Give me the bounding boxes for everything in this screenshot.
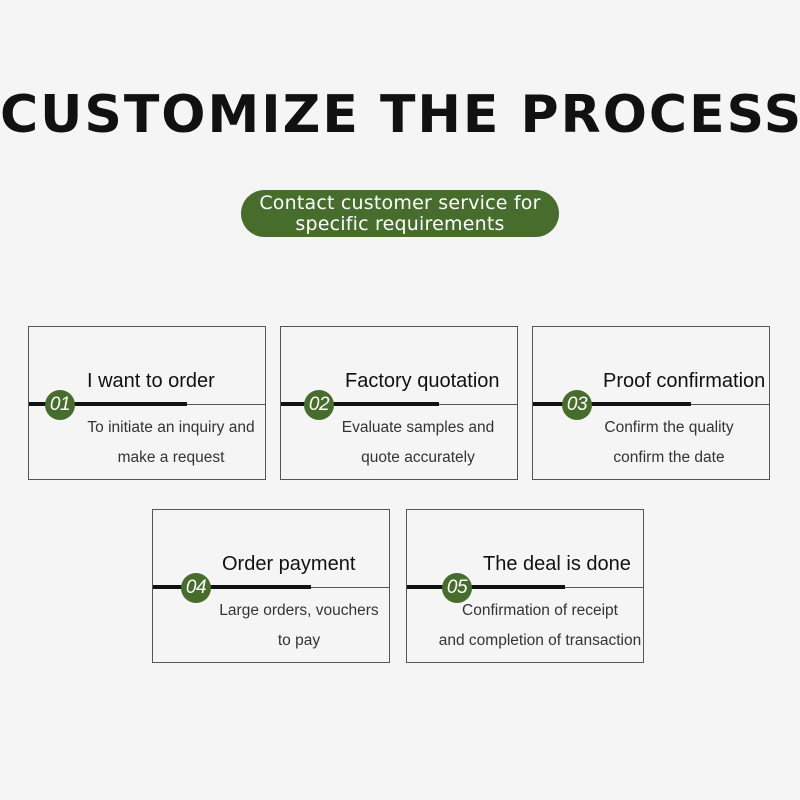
divider-accent bbox=[281, 402, 439, 406]
step-number-badge: 01 bbox=[45, 390, 75, 420]
step-card-2: Factory quotation 02 Evaluate samples an… bbox=[280, 326, 518, 480]
subtitle-line-2: specific requirements bbox=[295, 212, 505, 235]
step-description: Evaluate samples and quote accurately bbox=[339, 413, 497, 473]
step-title: Proof confirmation bbox=[603, 370, 766, 392]
step-card-4: Order payment 04 Large orders, vouchers … bbox=[152, 509, 390, 663]
step-title: The deal is done bbox=[483, 553, 631, 575]
step-card-1: I want to order 01 To initiate an inquir… bbox=[28, 326, 266, 480]
step-title: I want to order bbox=[87, 370, 215, 392]
step-description: Confirmation of receipt and completion o… bbox=[435, 596, 645, 656]
step-description: Large orders, vouchers to pay bbox=[217, 596, 381, 656]
step-description-line-1: To initiate an inquiry and bbox=[87, 419, 255, 436]
step-description-line-2: and completion of transaction bbox=[438, 632, 642, 649]
divider-accent bbox=[29, 402, 187, 406]
step-title: Order payment bbox=[222, 553, 356, 575]
step-description-line-2: to pay bbox=[277, 632, 321, 649]
step-number-badge: 04 bbox=[181, 573, 211, 603]
page-title: CUSTOMIZE THE PROCESS bbox=[0, 85, 800, 145]
divider-accent bbox=[407, 585, 565, 589]
step-description-line-1: Confirm the quality bbox=[604, 419, 734, 436]
step-description-line-2: make a request bbox=[117, 449, 225, 466]
step-card-5: The deal is done 05 Confirmation of rece… bbox=[406, 509, 644, 663]
step-card-3: Proof confirmation 03 Confirm the qualit… bbox=[532, 326, 770, 480]
step-title: Factory quotation bbox=[345, 370, 500, 392]
step-description-line-1: Confirmation of receipt bbox=[462, 602, 618, 619]
step-description-line-2: confirm the date bbox=[613, 449, 725, 466]
divider-accent bbox=[153, 585, 311, 589]
divider-accent bbox=[533, 402, 691, 406]
step-description: To initiate an inquiry and make a reques… bbox=[85, 413, 257, 473]
step-number-badge: 03 bbox=[562, 390, 592, 420]
step-number-badge: 02 bbox=[304, 390, 334, 420]
step-description-line-1: Large orders, vouchers bbox=[219, 602, 379, 619]
subtitle-line-1: Contact customer service for bbox=[259, 191, 541, 214]
subtitle-pill: Contact customer service for specific re… bbox=[241, 190, 559, 237]
step-description: Confirm the quality confirm the date bbox=[589, 413, 749, 473]
step-description-line-1: Evaluate samples and bbox=[341, 419, 495, 436]
step-number-badge: 05 bbox=[442, 573, 472, 603]
step-description-line-2: quote accurately bbox=[361, 449, 475, 466]
